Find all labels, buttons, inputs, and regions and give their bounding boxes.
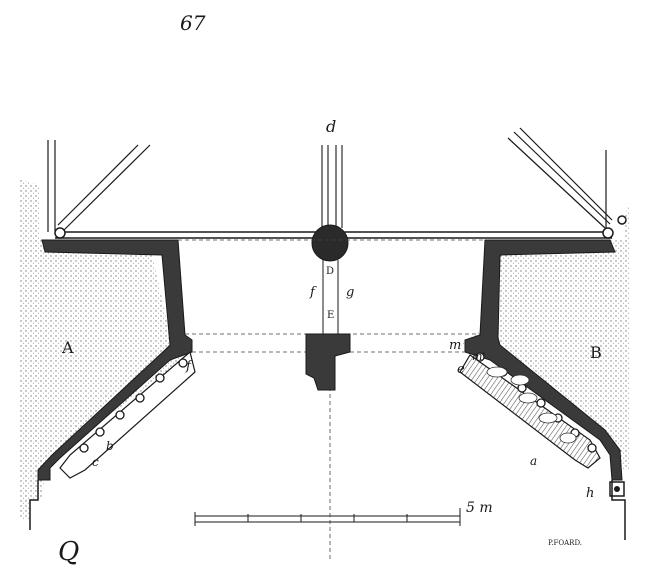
- left-pivot: [54, 227, 66, 239]
- right-base-pin: [614, 486, 620, 492]
- label-D: D: [326, 266, 334, 277]
- left-embankment: [20, 180, 190, 520]
- center-block: [305, 333, 351, 391]
- right-top-pin: [617, 215, 627, 225]
- label-f-rod: f: [309, 285, 317, 300]
- left-frame: [47, 140, 151, 232]
- engraver-signature: P.FOARD.: [548, 539, 582, 547]
- label-a: a: [530, 454, 537, 468]
- label-b: b: [106, 439, 114, 453]
- center-ball: [311, 224, 349, 262]
- label-m: m: [449, 338, 461, 353]
- dashed-guides: [178, 239, 485, 560]
- left-base: [29, 480, 39, 530]
- label-B: B: [590, 343, 602, 362]
- label-g-rod: g: [346, 285, 354, 300]
- right-base: [609, 480, 626, 540]
- label-h: h: [586, 486, 594, 501]
- rods-f-g: [322, 260, 339, 334]
- right-embankment: [460, 200, 630, 470]
- scale-label: 5 m: [466, 500, 493, 516]
- label-c: c: [92, 455, 99, 469]
- right-rubble: [486, 366, 577, 444]
- left-drain-band: [59, 350, 196, 479]
- center-column: [321, 145, 343, 228]
- left-masonry-wall: [37, 239, 193, 481]
- scale-bar: [194, 508, 461, 526]
- label-d-top: d: [326, 117, 336, 136]
- page-number: 67: [180, 11, 206, 35]
- label-e: e: [457, 362, 465, 377]
- label-A: A: [61, 338, 74, 357]
- monogram: Q: [58, 537, 79, 567]
- left-drain-pipes: [79, 358, 188, 453]
- label-m-prime: m': [472, 350, 485, 363]
- label-f-left: f: [185, 359, 193, 374]
- right-frame: [507, 127, 613, 229]
- right-pivot: [602, 227, 614, 239]
- label-E: E: [327, 310, 334, 321]
